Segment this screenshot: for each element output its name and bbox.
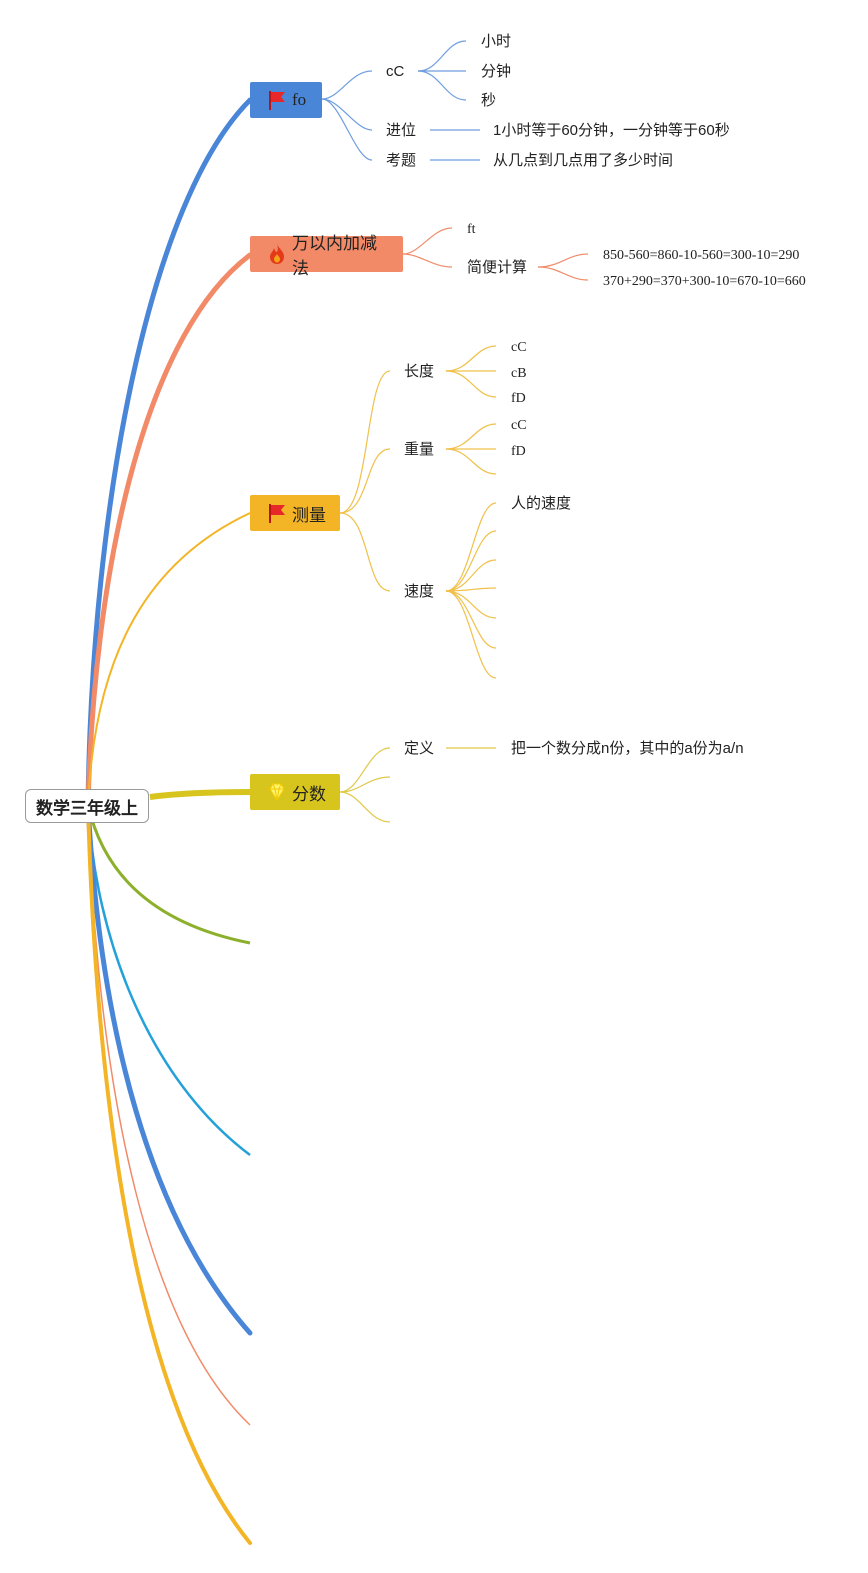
fo-leaf-second[interactable]: 秒 [481,92,496,109]
measure-speed-human[interactable]: 人的速度 [511,495,571,512]
root-node-label: 数学三年级上 [36,798,138,818]
main-branches [85,97,253,1545]
fo-leaf-hour[interactable]: 小时 [481,33,511,50]
branch-line-collapsed-5 [86,803,252,1545]
fraction-child-definition[interactable]: 定义 [404,740,434,757]
fo-leaf-carry-rule[interactable]: 1小时等于60分钟，一分钟等于60秒 [493,121,730,139]
topic-fo-label: fo [292,90,307,109]
node-labels: cC 小时 分钟 秒 进位 1小时等于60分钟，一分钟等于60秒 考题 从几点到… [386,33,806,757]
branch-line-addsub [85,252,253,808]
measure-subtree [339,345,497,679]
addsub-child-ft[interactable]: ft [467,222,476,237]
addsub-child-simplify[interactable]: 简便计算 [467,258,527,276]
branch-line-collapsed-1 [86,804,251,945]
diamond-icon [266,781,288,803]
red-flag-icon [266,89,288,111]
fire-icon [266,243,288,265]
addsub-leaf-formula-1[interactable]: 850-560=860-10-560=300-10=290 [603,248,799,263]
fo-child-carry[interactable]: 进位 [386,122,416,139]
branch-line-collapsed-3 [85,802,253,1336]
fo-leaf-minute[interactable]: 分钟 [481,63,511,80]
measure-weight-cc[interactable]: cC [511,418,527,433]
fraction-leaf-definition[interactable]: 把一个数分成n份，其中的a份为a/n [511,740,744,757]
topic-measure-label: 测量 [292,505,326,525]
measure-weight-fd[interactable]: fD [511,444,526,459]
measure-length-cb[interactable]: cB [511,366,527,381]
topic-fo[interactable]: fo [250,82,322,118]
topic-fraction[interactable]: 分数 [250,774,340,810]
measure-child-speed[interactable]: 速度 [404,583,434,600]
addsub-leaf-formula-2[interactable]: 370+290=370+300-10=670-10=660 [603,274,806,289]
fo-leaf-exam-question[interactable]: 从几点到几点用了多少时间 [493,152,673,169]
measure-length-fd[interactable]: fD [511,391,526,406]
topic-measure[interactable]: 测量 [250,495,340,531]
root-node[interactable]: 数学三年级上 [25,789,149,823]
branch-line-collapsed-2 [86,804,251,1156]
branch-line-measure [87,512,251,806]
red-flag-icon [266,502,288,524]
measure-child-length[interactable]: 长度 [404,363,434,380]
addsub-subtree [402,227,589,281]
branch-line-fo [85,97,253,808]
measure-child-weight[interactable]: 重量 [404,441,434,458]
fo-child-cc[interactable]: cC [386,63,405,80]
topic-fraction-label: 分数 [292,784,326,804]
fo-subtree [321,40,480,161]
topic-addsub[interactable]: 万以内加减法 [250,234,403,278]
measure-length-cc[interactable]: cC [511,340,527,355]
fo-child-exam[interactable]: 考题 [386,152,416,169]
topic-addsub-label: 万以内加减法 [292,234,377,278]
branch-line-fraction [149,789,251,800]
fraction-subtree [339,747,496,823]
